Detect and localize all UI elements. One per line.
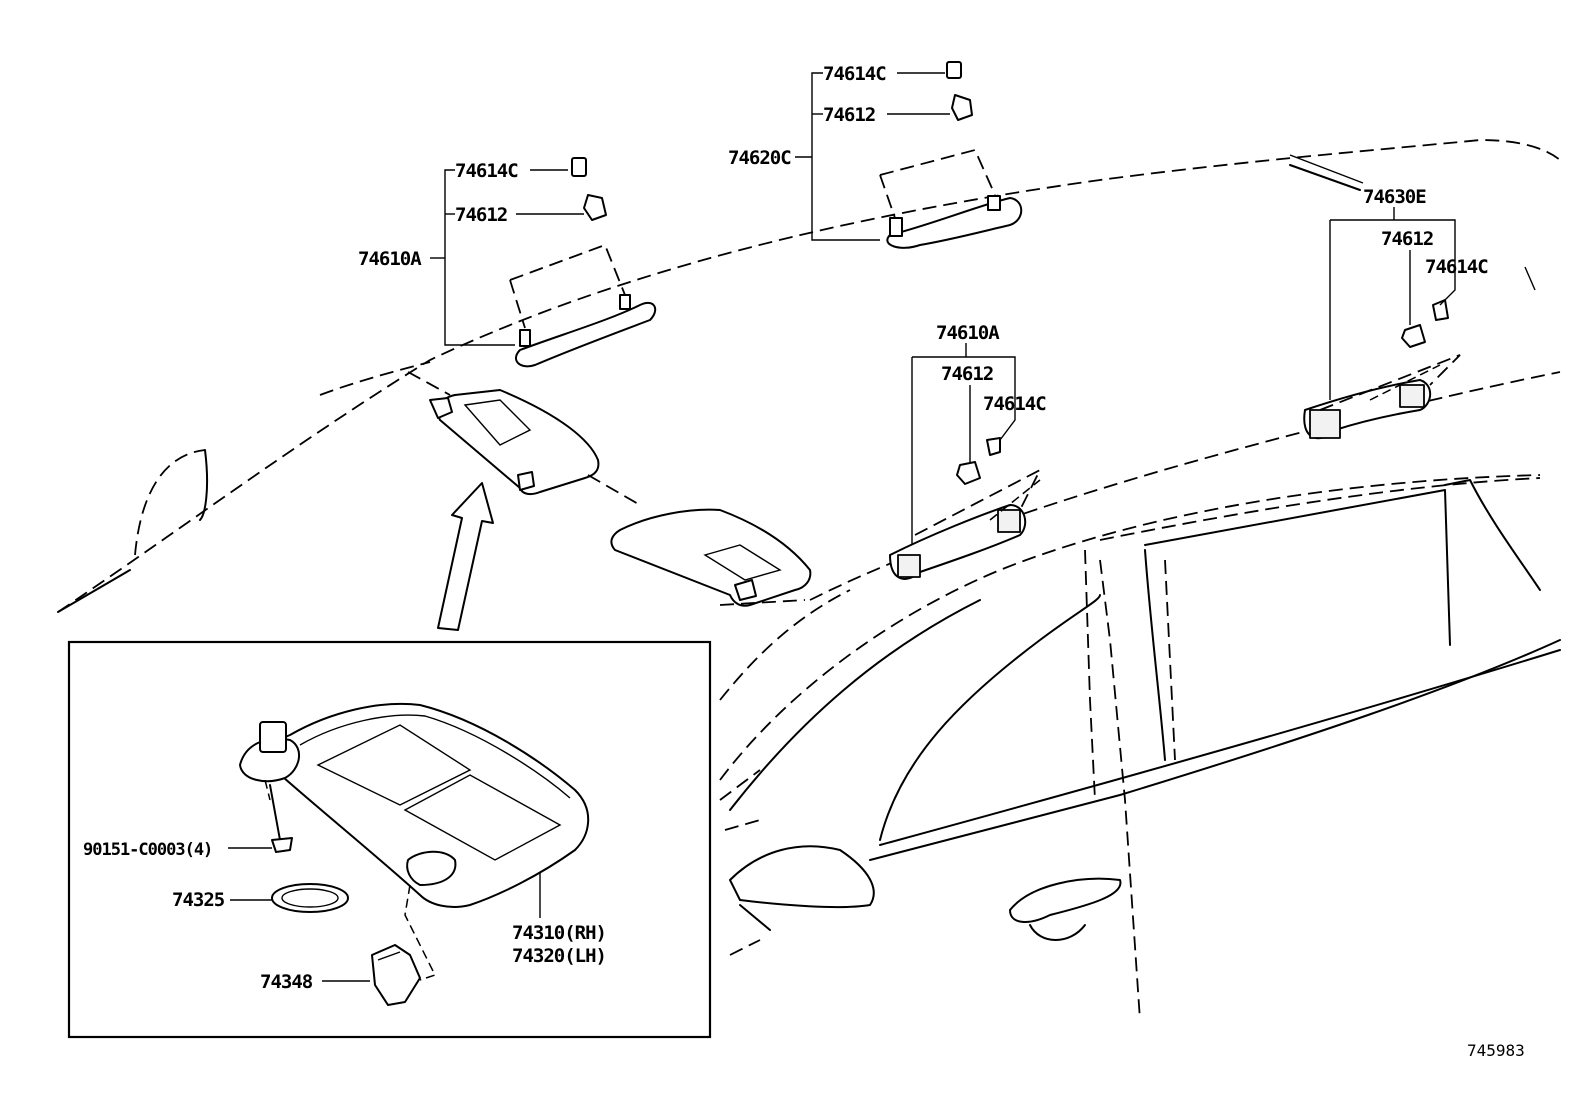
visor-leader-2 bbox=[587, 474, 641, 506]
label-74620c: 74620C bbox=[728, 147, 791, 169]
assist-grip-rear bbox=[1303, 354, 1461, 440]
vehicle-outline bbox=[57, 139, 1561, 1021]
assist-grip-front-lh bbox=[509, 243, 657, 368]
label-74610a-front: 74610A bbox=[358, 248, 422, 270]
label-74614c-mid: 74614C bbox=[983, 393, 1046, 415]
visor-leader-1 bbox=[407, 371, 451, 396]
sun-visor-upper-rh bbox=[610, 508, 812, 607]
label-74614c-top: 74614C bbox=[823, 63, 886, 85]
visor-leader-3 bbox=[719, 599, 806, 606]
detail-arrow bbox=[437, 482, 494, 631]
label-74612-mid: 74612 bbox=[941, 363, 993, 385]
clip-parts bbox=[571, 61, 1449, 485]
sun-visor-detail bbox=[239, 702, 590, 1006]
label-74310rh: 74310(RH) bbox=[512, 922, 606, 944]
label-screw: 90151-C0003(4) bbox=[83, 840, 212, 860]
label-74610a-mid: 74610A bbox=[936, 322, 1000, 344]
label-74612-front: 74612 bbox=[455, 204, 507, 226]
label-74612-top: 74612 bbox=[823, 104, 875, 126]
label-74320lh: 74320(LH) bbox=[512, 945, 606, 967]
label-74630e: 74630E bbox=[1363, 186, 1426, 208]
label-74348: 74348 bbox=[260, 971, 313, 993]
assist-grip-top-center bbox=[879, 148, 1023, 249]
label-74612-rear: 74612 bbox=[1381, 228, 1433, 250]
callout-labels: 74614C 74612 74620C 74614C 74612 74610A … bbox=[83, 63, 1525, 1060]
label-74614c-front: 74614C bbox=[455, 160, 518, 182]
diagram-id: 745983 bbox=[1467, 1041, 1525, 1060]
label-74325: 74325 bbox=[172, 889, 225, 911]
leader-lines bbox=[228, 72, 1536, 982]
assist-grip-mid bbox=[889, 467, 1043, 580]
label-74614c-rear: 74614C bbox=[1425, 256, 1488, 278]
sun-visor-upper-lh bbox=[429, 389, 600, 496]
